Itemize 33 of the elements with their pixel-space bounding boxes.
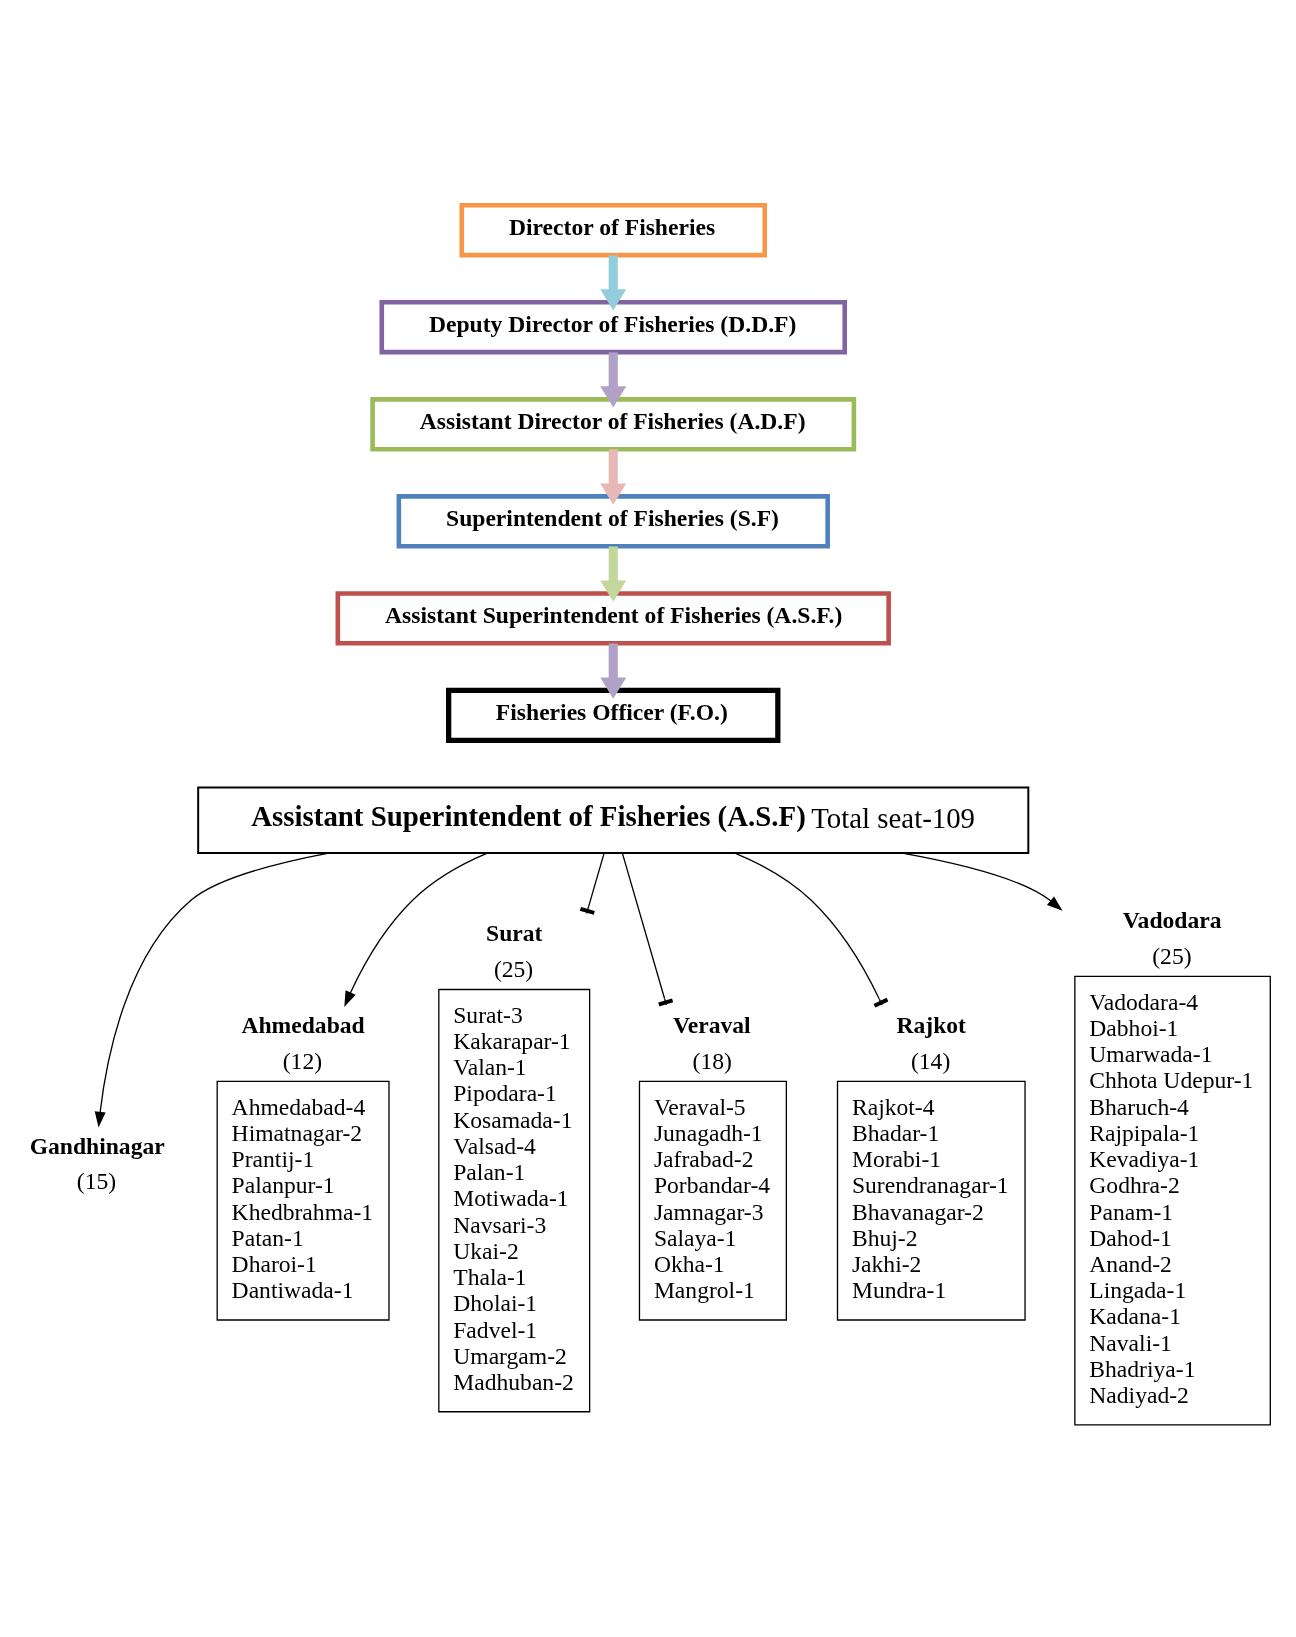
node-label: Surat (486, 919, 543, 946)
arrow (600, 643, 627, 699)
node-text: Gandhinagar (15) (29, 1132, 165, 1194)
node-box: Veraval-5 Junagadh-1 Jafrabad-2 Porbandar-4 Jamnagar-3 Salaya-1 Okha-1 Mangrol-1 (638, 1080, 787, 1321)
node-box: Surat-3 Kakarapar-1 Valan-1 Pipodara-1 Kosamada-1 Valsad-4 Palan-1 Motiwada-1 Navsari-3 Ukai-2 Thala-1 Dholai-1 Fadvel-1 Umargam-2 Madhuban-2 (438, 988, 591, 1412)
node-box: Assistant Director of Fisheries (A.D.F) (370, 396, 857, 451)
node-label: Veraval (672, 1011, 751, 1038)
node-box: Director of Fisheries (459, 202, 767, 257)
arrow (600, 254, 627, 311)
node-box: Ahmedabad-4 Himatnagar-2 Prantij-1 Palanpur-1 Khedbrahma-1 Patan-1 Dharoi-1 Dantiwada-1 (216, 1080, 390, 1321)
node-label: (12) (282, 1047, 323, 1074)
node-label: Ahmedabad (241, 1011, 365, 1038)
node-box: Superintendent of Fisheries (S.F) (396, 493, 830, 548)
arrow (600, 448, 627, 505)
node-label: (14) (910, 1047, 951, 1074)
node-label: (18) (692, 1047, 732, 1074)
node-label: Rajkot (896, 1011, 966, 1038)
arrow (94, 852, 330, 1128)
node-box: Fisheries Officer (F.O.) (446, 687, 781, 743)
node-box: Assistant Superintendent of Fisheries (A.S.F.) (335, 590, 891, 646)
connector (621, 852, 674, 1006)
connector (734, 852, 889, 1008)
node-label: (25) (1152, 942, 1192, 969)
node-box: Vadodara-4 Dabhoi-1 Umarwada-1 Chhota Udepur-1 Bharuch-4 Rajpipala-1 Kevadiya-1 Godhra-2 Panam-1 Dahod-1 Anand-2 Lingada-1 Kadana-1 Navali-1 Bhadriya-1 Nadiyad-2 (1074, 975, 1271, 1426)
arrow (600, 351, 627, 408)
arrow (600, 545, 627, 602)
node-box: Deputy Director of Fisheries (D.D.F) (379, 299, 847, 354)
node-box: Rajkot-4 Bhadar-1 Morabi-1 Surendranagar-1 Bhavanagar-2 Bhuj-2 Jakhi-2 Mundra-1 (836, 1080, 1026, 1321)
node-label: (25) (493, 955, 534, 982)
node-box: Assistant Superintendent of Fisheries (A.S.F) Total seat-109 (197, 786, 1030, 854)
arrow (901, 851, 1063, 911)
arrow (344, 852, 488, 1007)
node-label: Vadodara (1122, 906, 1222, 933)
